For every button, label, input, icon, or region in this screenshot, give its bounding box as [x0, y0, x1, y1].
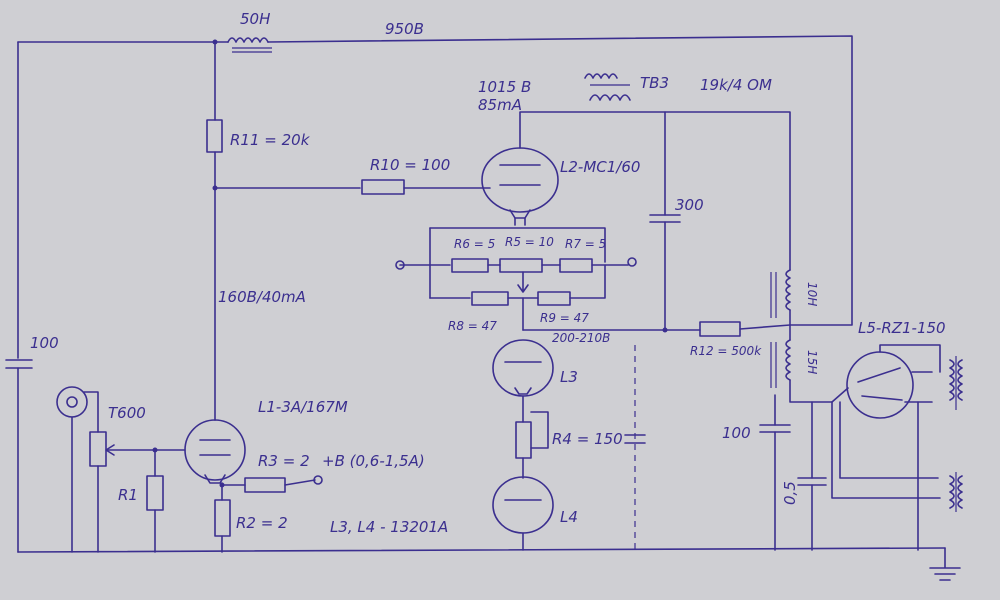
label-r8: R8 = 47: [448, 319, 497, 333]
label-10h: 10H: [805, 282, 819, 306]
label-950v: 950B: [385, 20, 424, 38]
r4-resistor: [515, 411, 549, 479]
label-l3: L3: [560, 368, 578, 386]
label-l3-l4: L3, L4 - 13201A: [330, 518, 448, 536]
label-c100-right: 100: [722, 424, 751, 442]
l5-tube: [831, 344, 963, 551]
label-r11: R11 = 20k: [230, 131, 311, 149]
label-l1-name: L1-3A/167M: [258, 398, 348, 416]
label-l2-voltage: 1015 B: [478, 78, 531, 96]
label-r1: R1: [118, 486, 138, 504]
mid-rail: [522, 321, 791, 550]
label-r6: R6 = 5: [454, 237, 495, 251]
input-section: [56, 386, 186, 553]
label-r10: R10 = 100: [370, 156, 450, 174]
label-l2-name: L2-MC1/60: [560, 158, 640, 176]
c300-capacitor: [649, 111, 681, 331]
filament-network: [395, 227, 637, 331]
label-tb3: TB3: [640, 74, 669, 92]
label-l4: L4: [560, 508, 578, 526]
label-l2-current: 85mA: [478, 96, 522, 114]
label-15h: 15H: [805, 350, 819, 374]
left-capacitor-branch: [5, 41, 33, 553]
l2-tube: [481, 111, 791, 271]
label-r5: R5 = 10: [505, 235, 554, 249]
r11-resistor: [206, 41, 491, 421]
l3-tube: [492, 339, 554, 423]
label-r2: R2 = 2: [236, 514, 288, 532]
label-c300: 300: [675, 196, 704, 214]
label-l5-name: L5-RZ1-150: [858, 319, 946, 337]
label-r12: R12 = 500k: [690, 344, 762, 358]
label-c100-left: 100: [30, 334, 59, 352]
label-200-210v: 200-210B: [552, 331, 610, 345]
label-r7: R7 = 5: [565, 237, 606, 251]
top-rail: [17, 35, 853, 326]
tb3-coil: [584, 73, 631, 101]
l1-tube: [184, 419, 323, 553]
label-supply: +B (0,6-1,5A): [322, 452, 425, 470]
label-t600: T600: [108, 404, 146, 422]
label-r4: R4 = 150: [552, 430, 623, 448]
label-19k-4ohm: 19k/4 OM: [700, 76, 772, 94]
label-r3: R3 = 2: [258, 452, 310, 470]
l4-tube: [492, 476, 554, 551]
label-c05: 0,5: [781, 481, 799, 505]
label-choke-50h: 50H: [240, 10, 270, 28]
ground-rail: [17, 547, 961, 581]
label-r9: R9 = 47: [540, 311, 589, 325]
chokes-10h-15h: [759, 269, 833, 551]
label-160v-40ma: 160B/40mA: [218, 288, 306, 306]
